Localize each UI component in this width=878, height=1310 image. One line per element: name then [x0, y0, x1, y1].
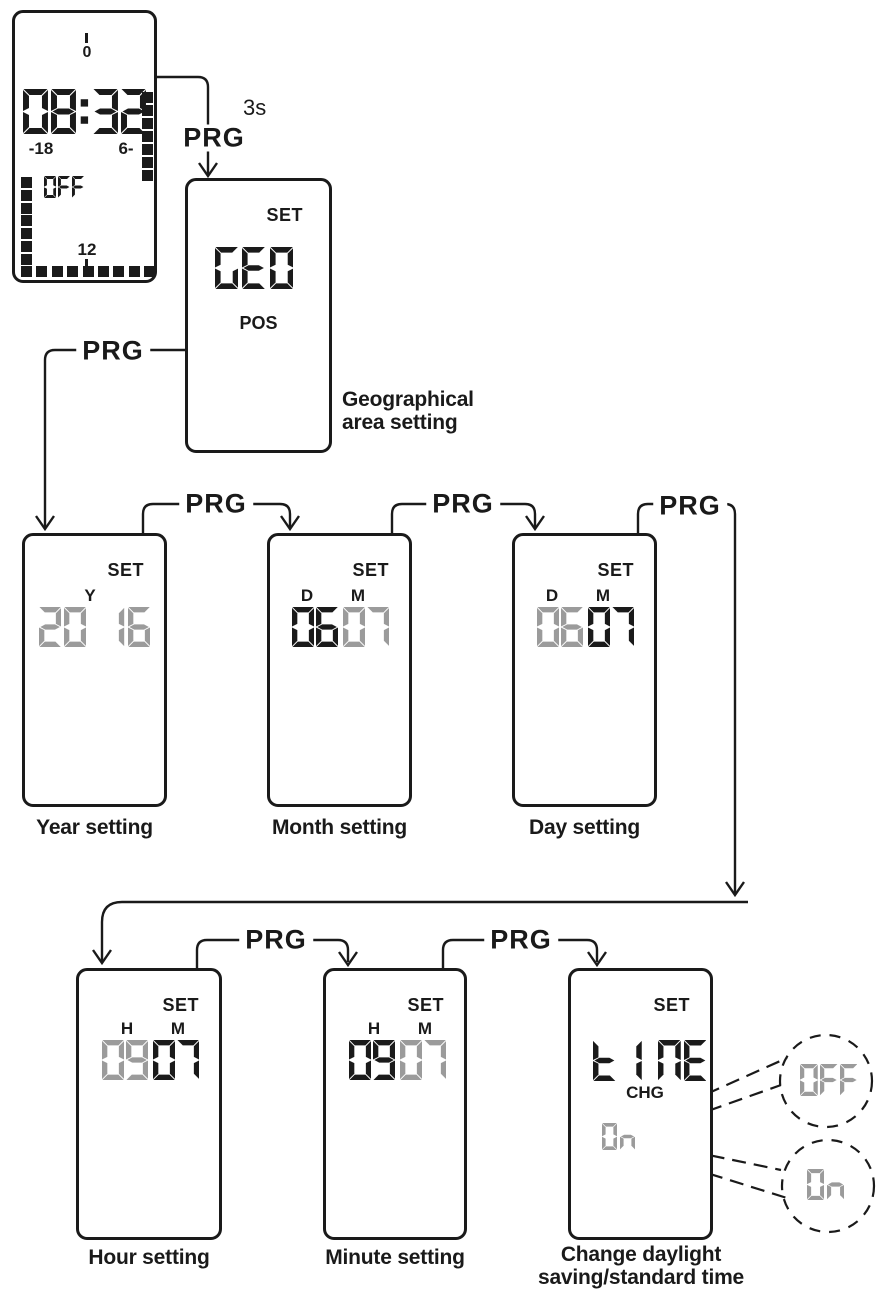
year-value	[39, 607, 150, 647]
bar-segment	[97, 266, 109, 277]
minute-caption: Minute setting	[325, 1246, 465, 1269]
screen-geo: SET POS	[185, 178, 332, 453]
prg-button-label-4: PRG	[426, 490, 500, 518]
set-mode-label: SET	[107, 560, 144, 580]
bar-segment	[142, 157, 153, 168]
bar-segment	[21, 202, 32, 214]
arrow-geo-to-year	[43, 348, 185, 527]
arrowhead-to-dst	[587, 951, 607, 968]
month-field-label: M	[350, 586, 366, 605]
geo-caption: Geographical area setting	[342, 388, 474, 434]
bar-segment	[21, 215, 32, 227]
day-field-label: D	[300, 586, 314, 605]
year-field-label: Y	[84, 586, 96, 605]
scale-top-tick	[85, 33, 88, 43]
dst-state-value	[602, 1123, 635, 1150]
hour-field-label: H	[367, 1019, 381, 1038]
set-mode-label: SET	[407, 995, 444, 1015]
screen-year: SET Y	[22, 533, 167, 807]
prg-button-label-1: PRG	[177, 124, 251, 152]
scale-bottom-tick	[85, 259, 88, 268]
set-mode-label: SET	[352, 560, 389, 580]
day-field-label: D	[545, 586, 559, 605]
day-screen-month-value	[588, 607, 635, 647]
hour-screen-minute-value	[153, 1040, 200, 1080]
set-mode-label: SET	[653, 995, 690, 1015]
minute-field-label: M	[417, 1019, 433, 1038]
right-bar-graph	[142, 92, 153, 181]
bar-segment	[142, 92, 153, 103]
bar-segment	[21, 266, 32, 277]
hour-caption: Hour setting	[88, 1246, 210, 1269]
bar-segment	[36, 266, 48, 277]
bar-segment	[21, 253, 32, 265]
dst-caption: Change daylight saving/standard time	[537, 1243, 745, 1289]
prg-button-label-6: PRG	[239, 926, 313, 954]
output-state-display	[44, 176, 85, 198]
bottom-bar-graph	[21, 266, 156, 277]
bar-segment	[144, 266, 156, 277]
arrowhead-to-geo	[198, 162, 218, 179]
geo-pos-label: POS	[239, 313, 278, 333]
minute-screen-hour-value	[349, 1040, 396, 1080]
arrowhead-to-year	[35, 515, 55, 532]
prg-button-label-2: PRG	[76, 337, 150, 365]
bar-segment	[82, 266, 94, 277]
prg-button-label-5: PRG	[653, 492, 727, 520]
bar-segment	[142, 105, 153, 116]
geo-value	[215, 247, 293, 289]
set-mode-label: SET	[597, 560, 634, 580]
screen-day: SET D M	[512, 533, 657, 807]
year-caption: Year setting	[36, 816, 153, 839]
month-screen-month-value	[343, 607, 390, 647]
prg-button-label-3: PRG	[179, 490, 253, 518]
hour-screen-hour-value	[102, 1040, 149, 1080]
bar-segment	[142, 170, 153, 181]
scale-left-label: -18	[28, 139, 54, 158]
screen-dst: SET CHG	[568, 968, 713, 1240]
scale-top-label: 0	[82, 44, 92, 61]
left-bar-graph	[21, 177, 32, 265]
arrowhead-to-hour	[92, 949, 112, 966]
bar-segment	[142, 118, 153, 129]
minute-field-label: M	[170, 1019, 186, 1038]
hour-field-label: H	[120, 1019, 134, 1038]
month-screen-day-value	[292, 607, 339, 647]
minute-screen-minute-value	[400, 1040, 447, 1080]
time-display	[23, 89, 146, 134]
set-mode-label: SET	[266, 205, 303, 225]
dst-chg-label: CHG	[626, 1083, 664, 1102]
arrowhead-to-day	[525, 515, 545, 532]
arrow-feeder-to-hour	[100, 900, 748, 961]
scale-right-label: 6-	[118, 139, 134, 158]
screen-month: SET D M	[267, 533, 412, 807]
bar-segment	[142, 131, 153, 142]
bar-segment	[21, 240, 32, 252]
screen-minute: SET H M	[323, 968, 467, 1240]
arrowhead-to-month	[280, 515, 300, 532]
day-caption: Day setting	[529, 816, 640, 839]
bar-segment	[67, 266, 79, 277]
scale-bottom-label: 12	[77, 240, 97, 259]
dst-time-value	[593, 1040, 706, 1081]
dst-option-on-value	[807, 1169, 845, 1200]
arrowhead-to-minute	[338, 951, 358, 968]
bar-segment	[51, 266, 63, 277]
bar-segment	[21, 228, 32, 240]
month-field-label: M	[595, 586, 611, 605]
screen-status: 0 -18 6- 12	[12, 10, 157, 283]
bar-segment	[113, 266, 125, 277]
dst-option-off-value	[800, 1064, 857, 1096]
prg-button-label-7: PRG	[484, 926, 558, 954]
bar-segment	[142, 144, 153, 155]
bar-segment	[128, 266, 140, 277]
screen-hour: SET H M	[76, 968, 222, 1240]
day-screen-day-value	[537, 607, 584, 647]
bar-segment	[21, 177, 32, 188]
set-mode-label: SET	[162, 995, 199, 1015]
bar-segment	[21, 189, 32, 201]
arrowhead-day-down	[725, 881, 745, 898]
hold-duration-label: 3s	[243, 95, 267, 120]
month-caption: Month setting	[271, 816, 408, 839]
